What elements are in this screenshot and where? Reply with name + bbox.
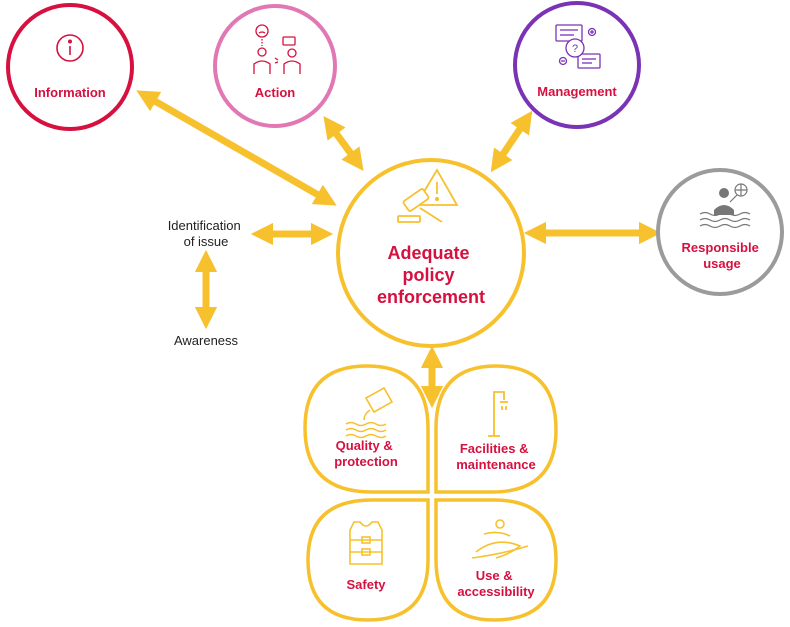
responsible-node: Responsible usage — [656, 168, 784, 296]
arrow-information-center — [136, 90, 337, 206]
identification-label: Identification of issue — [168, 218, 245, 249]
use-label: Use & accessibility — [457, 568, 535, 599]
safety-petal — [306, 498, 430, 622]
management-circle — [513, 1, 641, 129]
responsible-label: Responsible usage — [682, 240, 763, 271]
center-label-line-3: enforcement — [377, 287, 485, 307]
responsible-label-line-2: usage — [703, 256, 741, 271]
safety-label: Safety — [346, 577, 386, 592]
facilities-label-line-1: Facilities & — [460, 441, 529, 456]
responsible-circle — [656, 168, 784, 296]
information-node: Information — [6, 3, 134, 131]
water-pouring-icon — [345, 386, 394, 439]
arrow-management-center — [490, 110, 533, 173]
identification-line-2: of issue — [184, 234, 229, 249]
quality-label-line-1: Quality & — [336, 438, 393, 453]
action-node: Action — [213, 4, 337, 128]
center-circle — [336, 158, 526, 348]
action-label: Action — [255, 85, 296, 100]
facilities-label: Facilities & maintenance — [456, 441, 535, 472]
quality-label: Quality & protection — [334, 438, 398, 469]
center-label-line-1: Adequate — [387, 243, 469, 263]
center-label: Adequate policy enforcement — [377, 243, 485, 307]
wheelchair-swimmer-icon — [471, 519, 529, 559]
facilities-label-line-2: maintenance — [456, 457, 535, 472]
identification-line-1: Identification — [168, 218, 241, 233]
shower-icon — [488, 391, 508, 437]
info-icon — [56, 34, 84, 62]
center-node: Adequate policy enforcement — [336, 158, 526, 348]
facilities-petal — [434, 364, 558, 494]
gavel-warning-icon — [397, 168, 459, 223]
responsible-label-line-1: Responsible — [682, 240, 759, 255]
swimmer-ball-icon — [699, 183, 751, 229]
arrow-action-center — [323, 115, 364, 172]
quality-label-line-2: protection — [334, 454, 398, 469]
action-circle — [213, 4, 337, 128]
awareness-label: Awareness — [174, 333, 239, 348]
use-petal — [434, 498, 558, 622]
life-vest-icon — [349, 521, 383, 565]
management-node: ? Management — [513, 1, 641, 129]
question-documents-icon: ? — [555, 24, 601, 69]
center-label-line-2: policy — [402, 265, 454, 285]
use-label-line-2: accessibility — [457, 584, 535, 599]
management-label: Management — [537, 84, 617, 99]
petals-cluster — [303, 364, 558, 622]
people-talking-icon — [253, 24, 301, 74]
information-label: Information — [34, 85, 106, 100]
use-label-line-1: Use & — [476, 568, 513, 583]
svg-text:?: ? — [572, 43, 578, 55]
arrows — [136, 90, 662, 409]
information-circle — [6, 3, 134, 131]
